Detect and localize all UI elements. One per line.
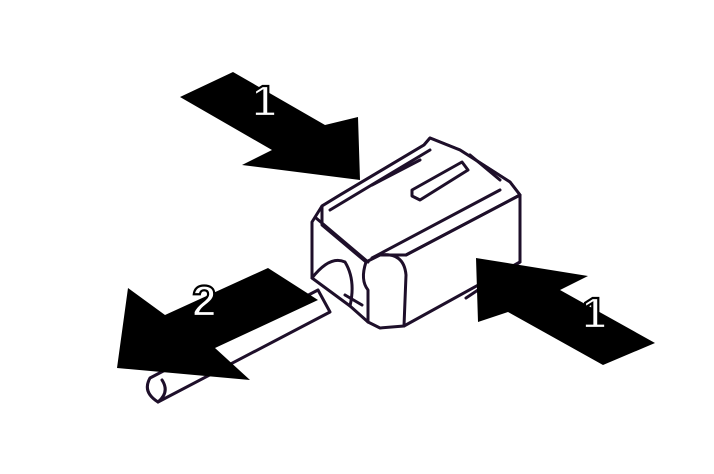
connector-housing (310, 136, 522, 330)
press-arrow-top (180, 72, 360, 180)
pull-arrow (117, 268, 318, 380)
label-pull: 2 (192, 277, 216, 326)
label-press-top: 1 (252, 77, 276, 126)
press-arrow-right (476, 258, 655, 365)
label-press-right: 1 (582, 289, 606, 338)
